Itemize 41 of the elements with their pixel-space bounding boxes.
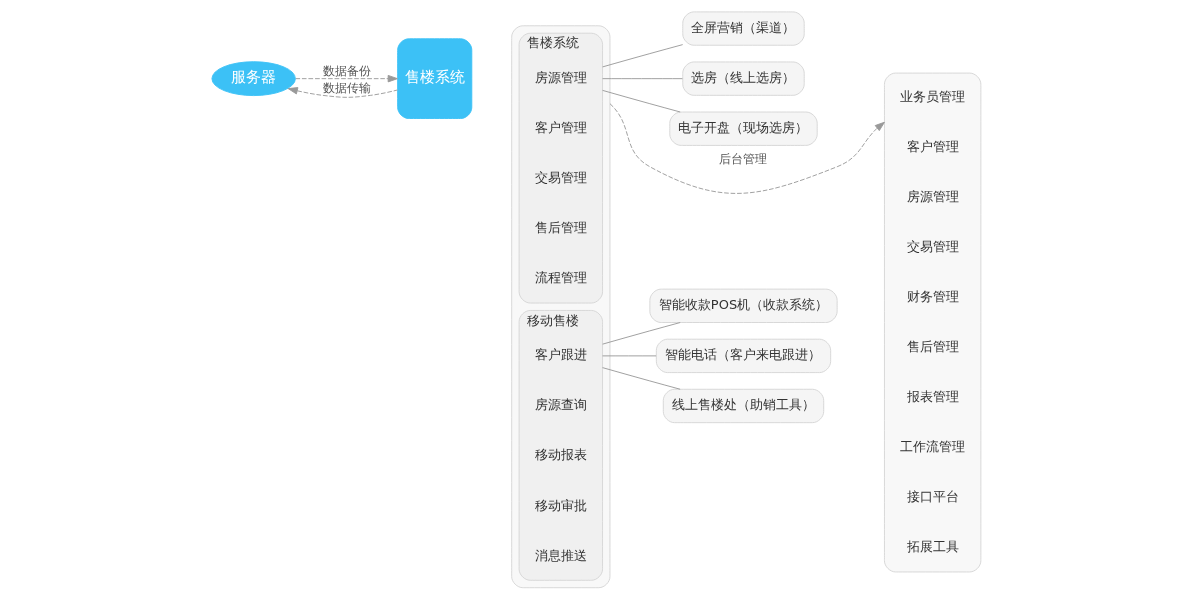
- node-box: 电子开盘（现场选房）: [668, 111, 818, 146]
- node-text: 客户管理: [906, 138, 959, 154]
- connector: [601, 355, 657, 357]
- node-text: 业务员管理: [899, 88, 965, 104]
- connector: [601, 367, 681, 390]
- node-text: 交易管理: [906, 238, 959, 254]
- node-text: 交易管理: [534, 170, 587, 186]
- edge-label: 数据备份: [322, 64, 371, 79]
- node-text: 售后管理: [906, 338, 959, 354]
- arrow: [609, 103, 885, 194]
- arrow: [287, 87, 398, 98]
- connector: [601, 89, 681, 113]
- connector: [601, 322, 681, 345]
- node-text: 消息推送: [534, 547, 587, 563]
- node-text: 房源管理: [534, 70, 587, 86]
- arrow: [294, 74, 398, 83]
- node-text: 工作流管理: [899, 439, 965, 455]
- edge-label: 数据传输: [322, 80, 371, 95]
- edge-label: 后台管理: [719, 152, 767, 167]
- node-text: 流程管理: [534, 270, 587, 286]
- cluster: [883, 72, 981, 573]
- connector: [601, 44, 683, 68]
- node-box: 线上售楼处（助销工具）: [662, 388, 824, 424]
- node-text: 财务管理: [906, 288, 959, 304]
- node-box: 智能电话（客户来电跟进）: [655, 338, 831, 374]
- node-text: 客户跟进: [534, 347, 587, 363]
- node-box: 售楼系统: [396, 38, 472, 119]
- node-box: 选房（线上选房）: [681, 61, 805, 96]
- node-text: 接口平台: [906, 489, 959, 505]
- node-text: 拓展工具: [906, 539, 959, 555]
- node-box: 全屏营销（渠道）: [681, 11, 805, 46]
- node-text: 移动审批: [534, 497, 587, 513]
- node-text: 房源管理: [906, 188, 959, 204]
- node-text: 客户管理: [534, 120, 587, 136]
- cluster: [510, 25, 610, 589]
- connector: [601, 78, 683, 80]
- node-text: 售后管理: [534, 220, 587, 236]
- node-text: 移动报表: [534, 447, 587, 463]
- node-text: 报表管理: [906, 389, 959, 405]
- node-text: 房源查询: [534, 397, 587, 413]
- node-box: 智能收款POS机（收款系统）: [648, 288, 838, 323]
